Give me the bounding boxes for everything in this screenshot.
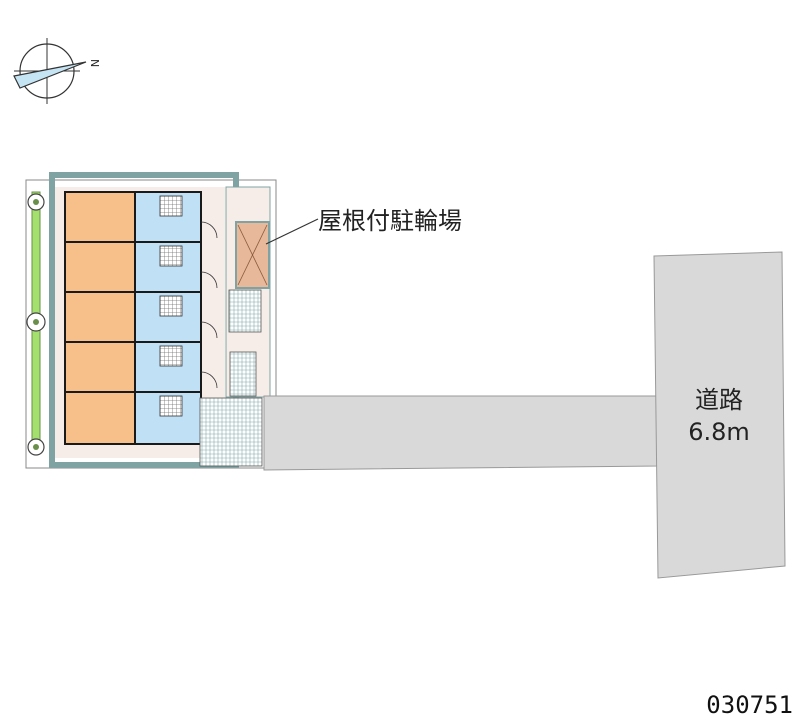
hedge-strip	[26, 191, 46, 456]
tree-icon	[27, 438, 45, 456]
unit	[64, 341, 218, 393]
compass-rose-icon: N	[13, 38, 101, 104]
bike-parking-label: 屋根付駐輪場	[318, 207, 462, 235]
leader-line	[265, 218, 319, 245]
unit	[64, 241, 218, 293]
stair-block	[228, 289, 262, 333]
unit	[64, 191, 218, 243]
stair-block	[229, 351, 257, 397]
main-road	[653, 251, 786, 579]
compass-north-letter: N	[88, 59, 101, 67]
unit	[64, 291, 218, 343]
road-width-label: 6.8m	[688, 418, 750, 446]
access-driveway	[263, 395, 659, 471]
road-name-label: 道路	[695, 386, 743, 414]
bike-parking-area	[235, 221, 270, 289]
unit	[64, 391, 218, 445]
tree-icon	[26, 312, 46, 332]
entrance-pavement	[199, 397, 263, 467]
tree-icon	[27, 193, 45, 211]
apartment-units	[64, 191, 218, 445]
property-code: 030751	[706, 691, 793, 719]
